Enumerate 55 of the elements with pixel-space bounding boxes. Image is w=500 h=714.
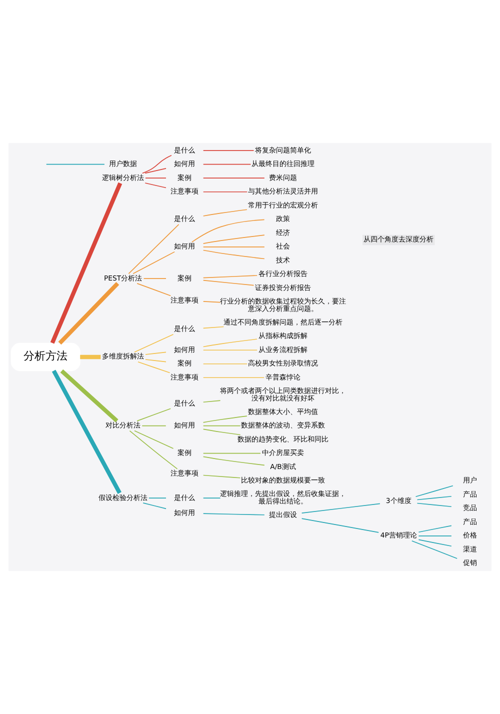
connector xyxy=(80,354,101,360)
connector xyxy=(202,275,258,278)
connector xyxy=(145,352,166,355)
connector xyxy=(46,164,105,165)
connector xyxy=(202,234,265,244)
connector xyxy=(134,334,174,352)
connector xyxy=(202,280,254,286)
connector xyxy=(144,182,166,188)
connector xyxy=(418,539,452,547)
connector xyxy=(136,408,172,422)
connector xyxy=(202,400,221,403)
connector xyxy=(202,301,221,303)
connector xyxy=(202,250,265,260)
connector xyxy=(132,251,176,274)
connector xyxy=(411,540,458,559)
connector xyxy=(202,191,248,192)
connector xyxy=(60,369,118,422)
connector xyxy=(416,496,452,500)
connector xyxy=(202,350,258,351)
connector xyxy=(136,283,172,296)
connector xyxy=(142,502,166,510)
connector xyxy=(416,502,452,508)
connector xyxy=(134,430,174,449)
connector xyxy=(144,168,166,174)
connector xyxy=(202,428,241,436)
connector xyxy=(202,363,248,364)
connector xyxy=(415,485,454,498)
connector xyxy=(192,219,265,242)
connector xyxy=(418,525,452,533)
connector xyxy=(52,370,122,494)
connector xyxy=(142,425,166,426)
connector xyxy=(202,513,265,516)
connector xyxy=(129,430,178,470)
connector xyxy=(202,377,264,378)
connector xyxy=(202,474,241,478)
connector xyxy=(202,425,241,426)
connector xyxy=(50,182,122,344)
connector xyxy=(58,282,120,345)
connector xyxy=(128,224,180,274)
connector xyxy=(202,456,265,466)
connector xyxy=(202,246,265,248)
connector xyxy=(202,416,248,423)
connector xyxy=(202,209,248,216)
connector xyxy=(202,164,252,165)
connector xyxy=(301,518,379,533)
connector xyxy=(202,338,258,348)
connector xyxy=(142,155,172,174)
connector xyxy=(145,359,166,362)
connector xyxy=(143,278,166,279)
connector xyxy=(202,150,254,151)
connector xyxy=(138,361,170,374)
node-box: 分析方法 xyxy=(10,342,80,372)
connector xyxy=(301,503,380,514)
connector xyxy=(202,326,224,329)
connector xyxy=(202,452,261,454)
